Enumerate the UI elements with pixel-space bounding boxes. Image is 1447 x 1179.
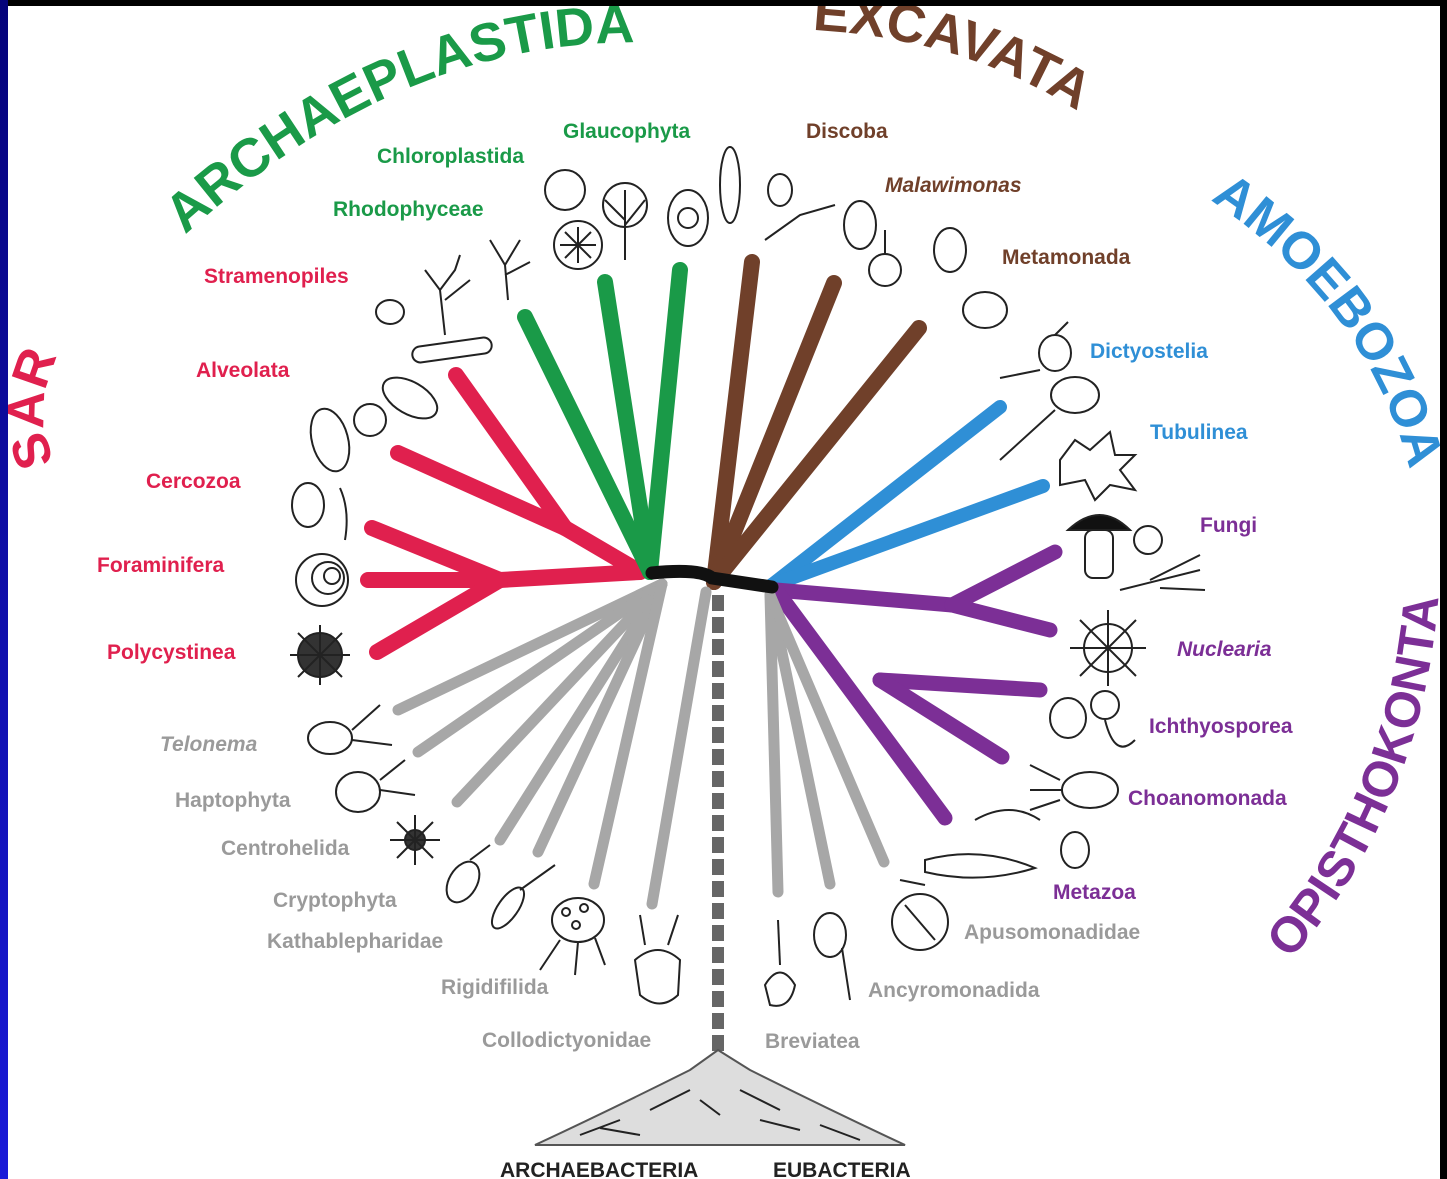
telonema-sketch: [308, 705, 392, 754]
dictyostelia-sketch: [1000, 322, 1099, 460]
label-apusomonadidae: Apusomonadidae: [964, 921, 1140, 944]
labels-archaeplastida: Rhodophyceae Chloroplastida Glaucophyta: [333, 120, 691, 221]
supergroup-sar: SAR: [8, 341, 68, 476]
label-ancyromonadida: Ancyromonadida: [868, 979, 1040, 1002]
foraminifera-sketch: [296, 554, 348, 606]
label-haptophyta: Haptophyta: [175, 789, 291, 812]
label-metamonada: Metamonada: [1002, 246, 1131, 269]
branches-amoebozoa: [772, 407, 1043, 585]
branch-nuclearia: [952, 605, 1050, 630]
branches-excavata: [714, 262, 919, 582]
polycystinea-sketch: [290, 625, 350, 685]
label-discoba: Discoba: [806, 120, 888, 143]
centrohelida-sketch: [390, 815, 440, 865]
tree-of-life-diagram: ARCHAEPLASTIDA EXCAVATA AMOEBOZOA OPISTH…: [8, 6, 1440, 1179]
label-collodictyonidae: Collodictyonidae: [482, 1029, 651, 1052]
chloroplastida-sketch: [545, 170, 647, 260]
fungi-sketch: [1068, 515, 1205, 590]
label-eubacteria: EUBACTERIA: [773, 1159, 911, 1179]
branch-apusomonadidae: [770, 595, 884, 862]
label-fungi: Fungi: [1200, 514, 1257, 537]
glaucophyta-sketch: [668, 190, 708, 246]
label-nuclearia: Nuclearia: [1177, 638, 1272, 661]
apusomonadidae-sketch: [892, 880, 948, 950]
label-rigidifilida: Rigidifilida: [441, 976, 549, 999]
stramenopiles-sketch: [376, 240, 530, 363]
choanomonada-sketch: [1030, 765, 1118, 810]
branches-opisthokonta: [776, 552, 1055, 818]
label-malawimonas: Malawimonas: [885, 174, 1022, 197]
label-cercozoa: Cercozoa: [146, 470, 241, 493]
label-metazoa: Metazoa: [1053, 881, 1136, 904]
label-dictyostelia: Dictyostelia: [1090, 340, 1208, 363]
slide-background-edge: [0, 0, 8, 1179]
rigidifilida-sketch: [540, 898, 605, 975]
nuclearia-sketch: [1070, 610, 1146, 686]
tubulinea-sketch: [1060, 432, 1135, 500]
label-telonema: Telonema: [160, 733, 258, 756]
label-tubulinea: Tubulinea: [1150, 421, 1248, 444]
label-kathablepharidae: Kathablepharidae: [267, 930, 443, 953]
ichthyosporea-sketch: [1050, 691, 1135, 747]
label-cryptophyta: Cryptophyta: [273, 889, 397, 912]
collodictyonidae-sketch: [635, 915, 680, 1004]
branch-rhizaria-stem: [500, 572, 640, 580]
label-chloroplastida: Chloroplastida: [377, 145, 524, 168]
label-alveolata: Alveolata: [196, 359, 290, 382]
branch-collodictyonidae: [652, 592, 706, 904]
branch-opisthokonta-stem: [776, 590, 952, 605]
supergroup-opisthokonta: OPISTHOKONTA: [1255, 592, 1440, 967]
label-polycystinea: Polycystinea: [107, 641, 236, 664]
branch-centrohelida: [457, 584, 662, 802]
breviatea-sketch: [765, 920, 795, 1006]
bacteria-mound: [535, 1050, 905, 1145]
branch-dictyostelia: [772, 407, 1000, 585]
branch-glaucophyta: [650, 270, 680, 572]
label-foraminifera: Foraminifera: [97, 554, 225, 577]
branch-tubulinea: [772, 486, 1043, 585]
label-stramenopiles: Stramenopiles: [204, 265, 349, 288]
discoba-sketch: [720, 147, 835, 240]
labels-amoebozoa: Dictyostelia Tubulinea: [1090, 340, 1248, 444]
metamonada-sketch: [934, 228, 1007, 328]
cryptophyta-sketch: [440, 845, 490, 908]
label-rhodophyceae: Rhodophyceae: [333, 198, 484, 221]
haptophyta-sketch: [336, 760, 415, 812]
label-ichthyosporea: Ichthyosporea: [1149, 715, 1293, 738]
label-centrohelida: Centrohelida: [221, 837, 350, 860]
malawimonas-sketch: [844, 201, 901, 286]
rhodophyceae-sketch: [554, 221, 602, 269]
label-breviatea: Breviatea: [765, 1030, 860, 1053]
supergroup-excavata: EXCAVATA: [811, 6, 1102, 121]
ancyromonadida-sketch: [814, 913, 850, 1000]
branch-fungi: [952, 552, 1055, 605]
branch-polycystinea: [377, 580, 500, 652]
label-archaebacteria: ARCHAEBACTERIA: [500, 1159, 698, 1179]
diagram-panel: ARCHAEPLASTIDA EXCAVATA AMOEBOZOA OPISTH…: [8, 6, 1440, 1179]
cercozoa-sketch: [292, 483, 347, 540]
label-glaucophyta: Glaucophyta: [563, 120, 691, 143]
label-choanomonada: Choanomonada: [1128, 787, 1287, 810]
kathablepharidae-sketch: [486, 865, 555, 933]
